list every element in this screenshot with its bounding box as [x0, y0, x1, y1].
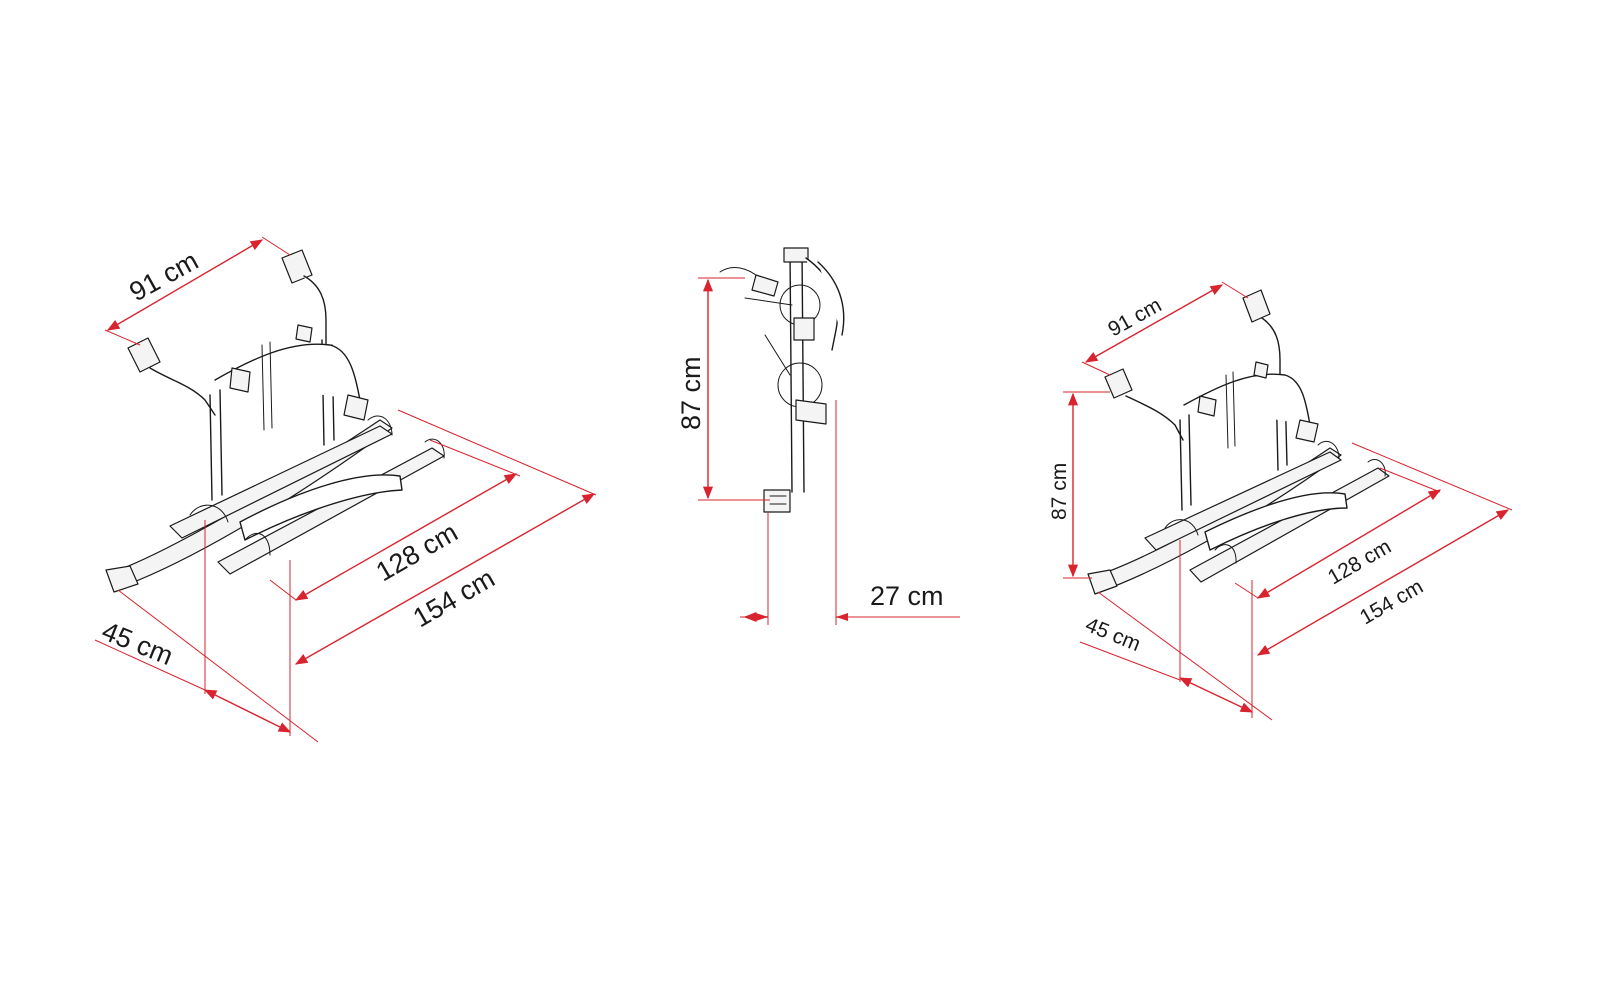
right-height-label: 87 cm [1048, 463, 1071, 520]
side-view: 87 cm 27 cm [676, 247, 960, 625]
side-projection-label: 27 cm [870, 581, 944, 611]
right-depth-label: 45 cm [1082, 613, 1144, 656]
side-rack-drawing [719, 247, 845, 513]
right-isometric-view: 91 cm 87 cm 128 cm 154 cm 45 cm [1048, 281, 1513, 721]
left-depth-label: 45 cm [98, 616, 177, 671]
side-height-label: 87 cm [676, 356, 706, 430]
right-overall-length-label: 154 cm [1356, 575, 1427, 629]
left-isometric-view: 91 cm 128 cm 154 cm 45 cm [94, 236, 597, 743]
